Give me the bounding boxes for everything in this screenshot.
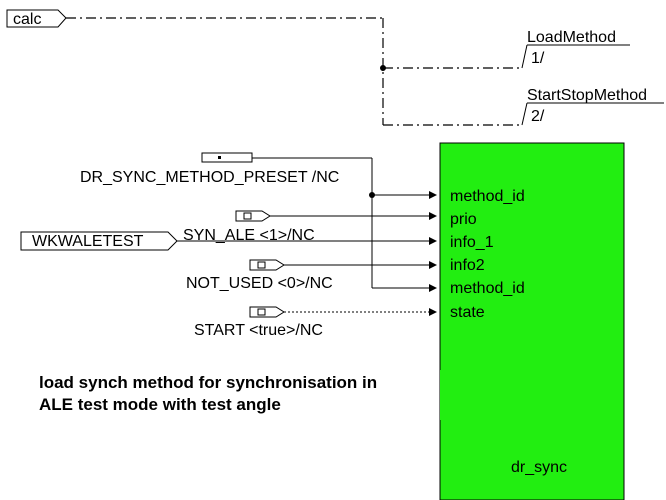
dr-sync-block-body [439, 142, 625, 500]
preset-label: DR_SYNC_METHOD_PRESET /NC [80, 169, 339, 186]
output-startstopmethod[interactable]: StartStopMethod 2/ [521, 87, 664, 126]
syn-ale-signal[interactable]: SYN_ALE <1>/NC [183, 210, 437, 244]
port-info-1: info_1 [450, 234, 494, 251]
wkwaletest-tag[interactable]: WKWALETEST [20, 231, 437, 251]
port-state: state [450, 304, 485, 321]
port-prio: prio [450, 211, 477, 228]
start-signal[interactable]: START <true>/NC [194, 306, 437, 339]
calc-tag-label: calc [13, 11, 41, 28]
preset-wires [252, 157, 437, 292]
output-loadmethod[interactable]: LoadMethod 1/ [521, 29, 630, 69]
not-used-signal[interactable]: NOT_USED <0>/NC [186, 259, 437, 292]
junction-dot [380, 65, 386, 71]
calc-tag[interactable]: calc [6, 9, 67, 28]
output-startstopmethod-index: 2/ [531, 108, 545, 125]
syn-ale-connector-icon [235, 210, 271, 222]
not-used-connector-icon [249, 259, 285, 271]
start-connector-icon [249, 306, 285, 318]
port-method-id-2: method_id [450, 280, 525, 297]
output-loadmethod-index: 1/ [531, 50, 545, 67]
start-label: START <true>/NC [194, 322, 323, 339]
syn-ale-label: SYN_ALE <1>/NC [183, 227, 315, 244]
output-startstopmethod-name: StartStopMethod [527, 87, 647, 104]
junction-dot [369, 192, 375, 198]
dr-sync-block-name: dr_sync [511, 459, 567, 476]
output-loadmethod-name: LoadMethod [527, 29, 616, 46]
comment-line-2: ALE test mode with test angle [39, 395, 281, 414]
diagram-comment: load synch method for synchronisation in… [39, 373, 377, 414]
wkwaletest-tag-label: WKWALETEST [32, 233, 144, 250]
block-edge-overlay [440, 370, 442, 420]
calc-connection [66, 17, 522, 126]
preset-param-icon [201, 152, 253, 163]
port-info2: info2 [450, 257, 485, 274]
preset-signal[interactable]: DR_SYNC_METHOD_PRESET /NC [80, 152, 339, 186]
port-method-id-1: method_id [450, 188, 525, 205]
not-used-label: NOT_USED <0>/NC [186, 275, 333, 292]
comment-line-1: load synch method for synchronisation in [39, 373, 377, 392]
dr-sync-block[interactable]: dr_sync method_id prio info_1 info2 meth… [439, 142, 625, 500]
